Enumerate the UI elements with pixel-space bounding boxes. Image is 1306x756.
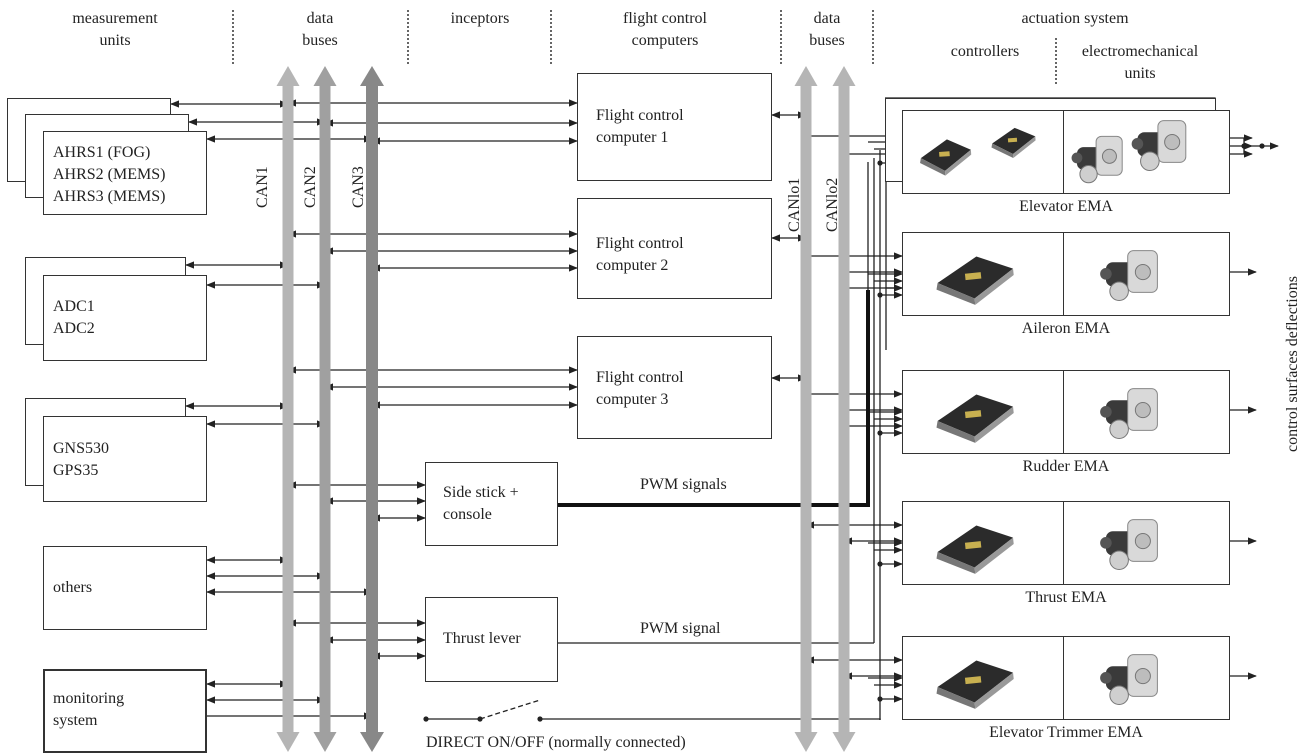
motor-icon: [1100, 519, 1158, 571]
monitoring-system-box: [43, 669, 207, 753]
controller-icon: [936, 394, 1014, 443]
control-surfaces-deflections-label: control surfaces deflections: [1284, 276, 1301, 452]
can3-bus: [360, 66, 384, 752]
side-stick-label: Side stick +console: [443, 484, 519, 523]
side-stick-box: [425, 462, 558, 546]
can3-label: CAN3: [350, 166, 367, 208]
thrust-lever-box: [425, 597, 558, 682]
ema-label: Aileron EMA: [1021, 320, 1111, 337]
motor-icon: [1100, 388, 1158, 440]
can2-bus: [313, 66, 337, 752]
direct-switch: [479, 699, 541, 720]
controller-icon: [936, 256, 1014, 305]
header-controllers: controllers: [950, 43, 1020, 60]
direct-onoff-label: DIRECT ON/OFF (normally connected): [426, 734, 686, 751]
header-separators: [232, 10, 1057, 86]
pwm-wiring: [558, 290, 870, 507]
can2-label: CAN2: [302, 166, 319, 208]
ahrs-box: [43, 131, 207, 215]
motor-icon: [1100, 250, 1158, 302]
others-box: [43, 546, 207, 630]
header-inceptors: inceptors: [450, 10, 510, 27]
ema-divider: [1063, 370, 1064, 454]
ema-label: Rudder EMA: [1022, 458, 1110, 475]
controller-icon: [936, 660, 1014, 709]
motor-icon: [1131, 120, 1187, 172]
fcc3-box: [577, 336, 772, 439]
data-buses: [276, 66, 856, 752]
ahrs-labels: AHRS1 (FOG) AHRS2 (MEMS) AHRS3 (MEMS): [53, 144, 166, 205]
junction-dot: [477, 716, 483, 722]
motor-icon: [1071, 135, 1123, 184]
ema-divider: [1063, 232, 1064, 316]
controller-icon: [920, 139, 972, 176]
gps-box: [43, 416, 207, 502]
gps-labels: GNS530 GPS35: [53, 440, 110, 479]
junction-dot: [537, 716, 543, 722]
header-actuation-system: actuation system: [1021, 10, 1129, 27]
canlo1-label: CANlo1: [786, 177, 803, 232]
monitoring-system-label: monitoring system: [53, 690, 125, 729]
thrust-lever-label: Thrust lever: [443, 630, 521, 647]
ema-divider: [1063, 636, 1064, 720]
junction-dot: [423, 716, 429, 722]
ema-label: Elevator EMA: [1019, 198, 1113, 215]
pwm-signals-label: PWM signals: [640, 476, 727, 493]
pwm-signals-thick-line: [558, 290, 870, 507]
controller-icon: [991, 127, 1036, 159]
ema-divider: [1063, 110, 1064, 194]
direct-line: [540, 718, 881, 720]
adc-labels: ADC1 ADC2: [53, 298, 95, 337]
ema-label: Thrust EMA: [1025, 589, 1107, 606]
ema-divider: [1063, 501, 1064, 585]
controller-icon: [936, 525, 1014, 574]
pwm-signal-label: PWM signal: [640, 620, 721, 637]
motor-icon: [1100, 654, 1158, 706]
canlo2-label: CANlo2: [824, 177, 841, 232]
adc-box: [43, 275, 207, 361]
fcc1-box: [577, 73, 772, 181]
canlo1-bus: [794, 66, 818, 752]
canlo2-bus: [832, 66, 856, 752]
can1-bus: [276, 66, 300, 752]
fcc2-box: [577, 198, 772, 299]
others-label: others: [53, 579, 93, 596]
can1-label: CAN1: [254, 166, 271, 208]
ema-label: Elevator Trimmer EMA: [989, 724, 1143, 741]
junction-dot: [1241, 143, 1247, 149]
